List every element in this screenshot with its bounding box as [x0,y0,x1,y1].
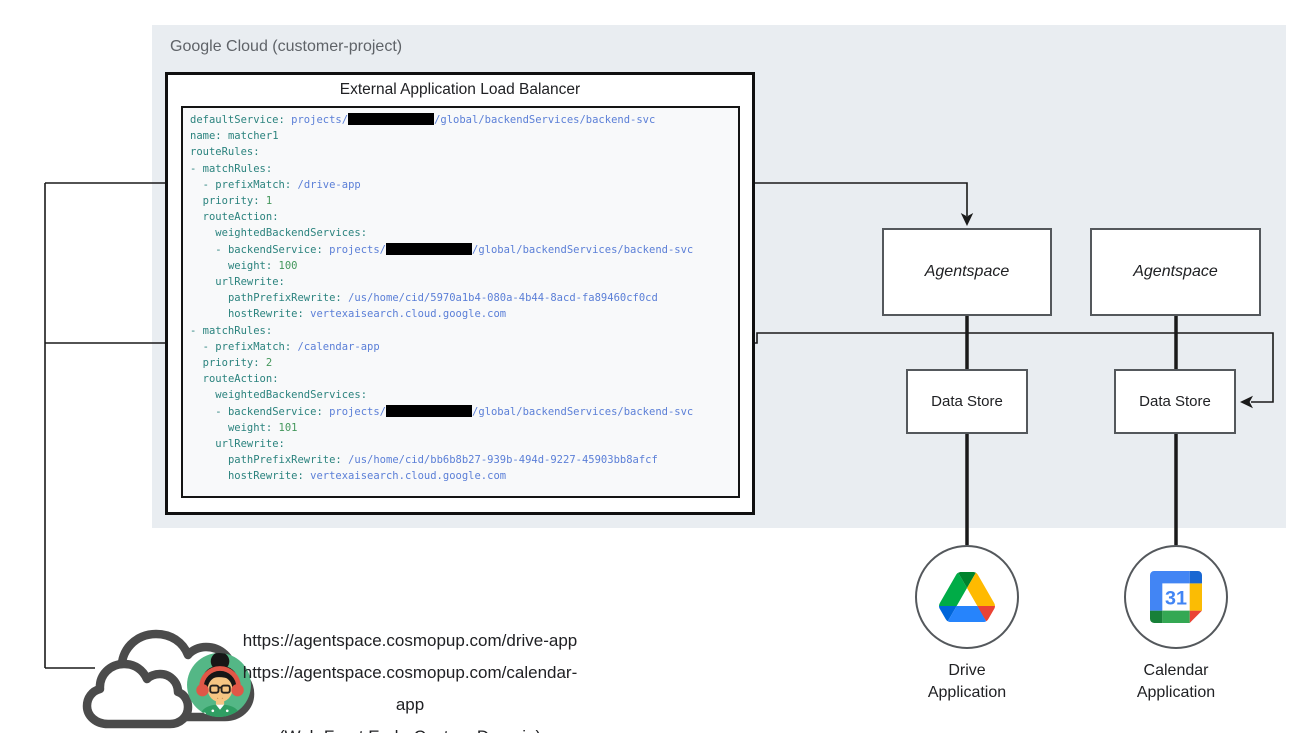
drive-application-label: Drive Application [927,662,1007,701]
drive-application-circle [915,545,1019,649]
agentspace-box-left: Agentspace [882,228,1052,316]
datastore-right-label: Data Store [1139,393,1211,410]
url-map-code: defaultService: projects//global/backend… [181,106,740,498]
load-balancer-box: External Application Load Balancer defau… [165,72,755,515]
calendar-application-circle: 31 [1124,545,1228,649]
redacted-project-id [386,242,472,255]
load-balancer-title: External Application Load Balancer [339,81,581,98]
calendar-day-number: 31 [1165,587,1187,609]
agentspace-right-label: Agentspace [1133,263,1218,280]
google-calendar-icon: 31 [1150,571,1202,623]
datastore-box-right: Data Store [1114,369,1236,434]
google-drive-icon [939,572,995,622]
datastore-left-label: Data Store [931,393,1003,410]
redacted-project-id [348,113,435,125]
datastore-box-left: Data Store [906,369,1028,434]
end-user-avatar [186,652,252,718]
agentspace-left-label: Agentspace [924,263,1010,280]
google-cloud-panel-title: Google Cloud (customer-project) [170,38,403,55]
redacted-project-id [386,404,472,417]
calendar-application-label: Calendar Application [1136,662,1216,701]
client-urls: https://agentspace.cosmopup.com/drive-ap… [242,631,578,733]
agentspace-box-right: Agentspace [1090,228,1261,316]
